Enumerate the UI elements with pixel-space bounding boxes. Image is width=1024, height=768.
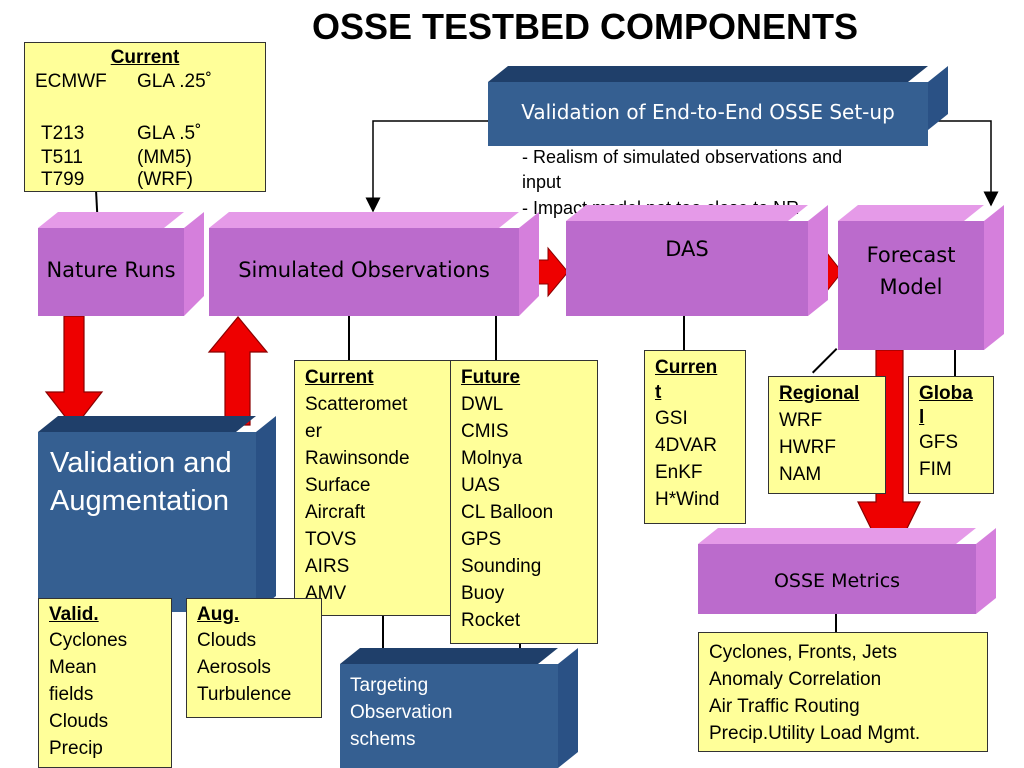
validation-augmentation-label: Validation and Augmentation [50, 447, 232, 517]
valid-box: Valid. Cyclones Mean fields Clouds Preci… [38, 598, 172, 768]
regional-box: Regional WRF HWRF NAM [768, 376, 886, 494]
validation-e2e-label: Validation of End-to-End OSSE Set-up [521, 100, 895, 124]
forecast-model-block: Forecast Model [838, 205, 1004, 350]
page-title: OSSE TESTBED COMPONENTS [311, 6, 859, 47]
current-models-row: T511(MM5) [41, 147, 192, 168]
obs-future-heading: Future [461, 367, 521, 388]
connector-simobs-future [495, 316, 497, 360]
simulated-observations-block: Simulated Observations [209, 212, 539, 316]
arrow-validation-to-forecast [918, 113, 999, 207]
nature-runs-label: Nature Runs [46, 258, 176, 282]
arrow-validation-to-simobs [365, 113, 502, 213]
connector-das-current [683, 316, 685, 350]
arrow-simobs-up [207, 316, 269, 426]
current-models-row [35, 95, 255, 121]
targeting-label: Targeting Observation schems [350, 675, 453, 750]
global-box: Globa l GFS FIM [908, 376, 994, 494]
nature-runs-block: Nature Runs [38, 212, 204, 316]
osse-metrics-label: OSSE Metrics [773, 570, 901, 592]
simulated-observations-label: Simulated Observations [238, 258, 490, 282]
forecast-model-label-2: Model [879, 275, 943, 299]
metrics-list-box: Cyclones, Fronts, Jets Anomaly Correlati… [698, 632, 988, 752]
das-block: DAS [566, 205, 828, 316]
connector-forecast-global [954, 350, 956, 376]
current-models-row: T799(WRF) [41, 169, 193, 190]
connector-future-targeting [382, 610, 384, 650]
connector-simobs-current [348, 316, 350, 360]
aug-box: Aug. Clouds Aerosols Turbulence [186, 598, 322, 718]
connector-metrics-list [835, 614, 837, 632]
das-current-box: Curren t GSI 4DVAR EnKF H*Wind [644, 350, 746, 524]
arrow-nature-down [44, 315, 104, 429]
obs-current-box: Current Scatteromet er Rawinsonde Surfac… [294, 360, 452, 616]
connector-future-targeting-2 [519, 640, 521, 652]
obs-current-heading: Current [305, 367, 374, 388]
targeting-block: Targeting Observation schems [340, 648, 578, 768]
forecast-model-label-1: Forecast [866, 243, 956, 267]
obs-future-box: Future DWL CMIS Molnya UAS CL Balloon GP… [450, 360, 598, 644]
das-label: DAS [665, 237, 709, 261]
validation-augmentation-block: Validation and Augmentation [38, 416, 276, 612]
validation-e2e-block: Validation of End-to-End OSSE Set-up [488, 66, 948, 146]
current-models-heading: Current [110, 47, 180, 68]
osse-metrics-block: OSSE Metrics [698, 528, 996, 614]
